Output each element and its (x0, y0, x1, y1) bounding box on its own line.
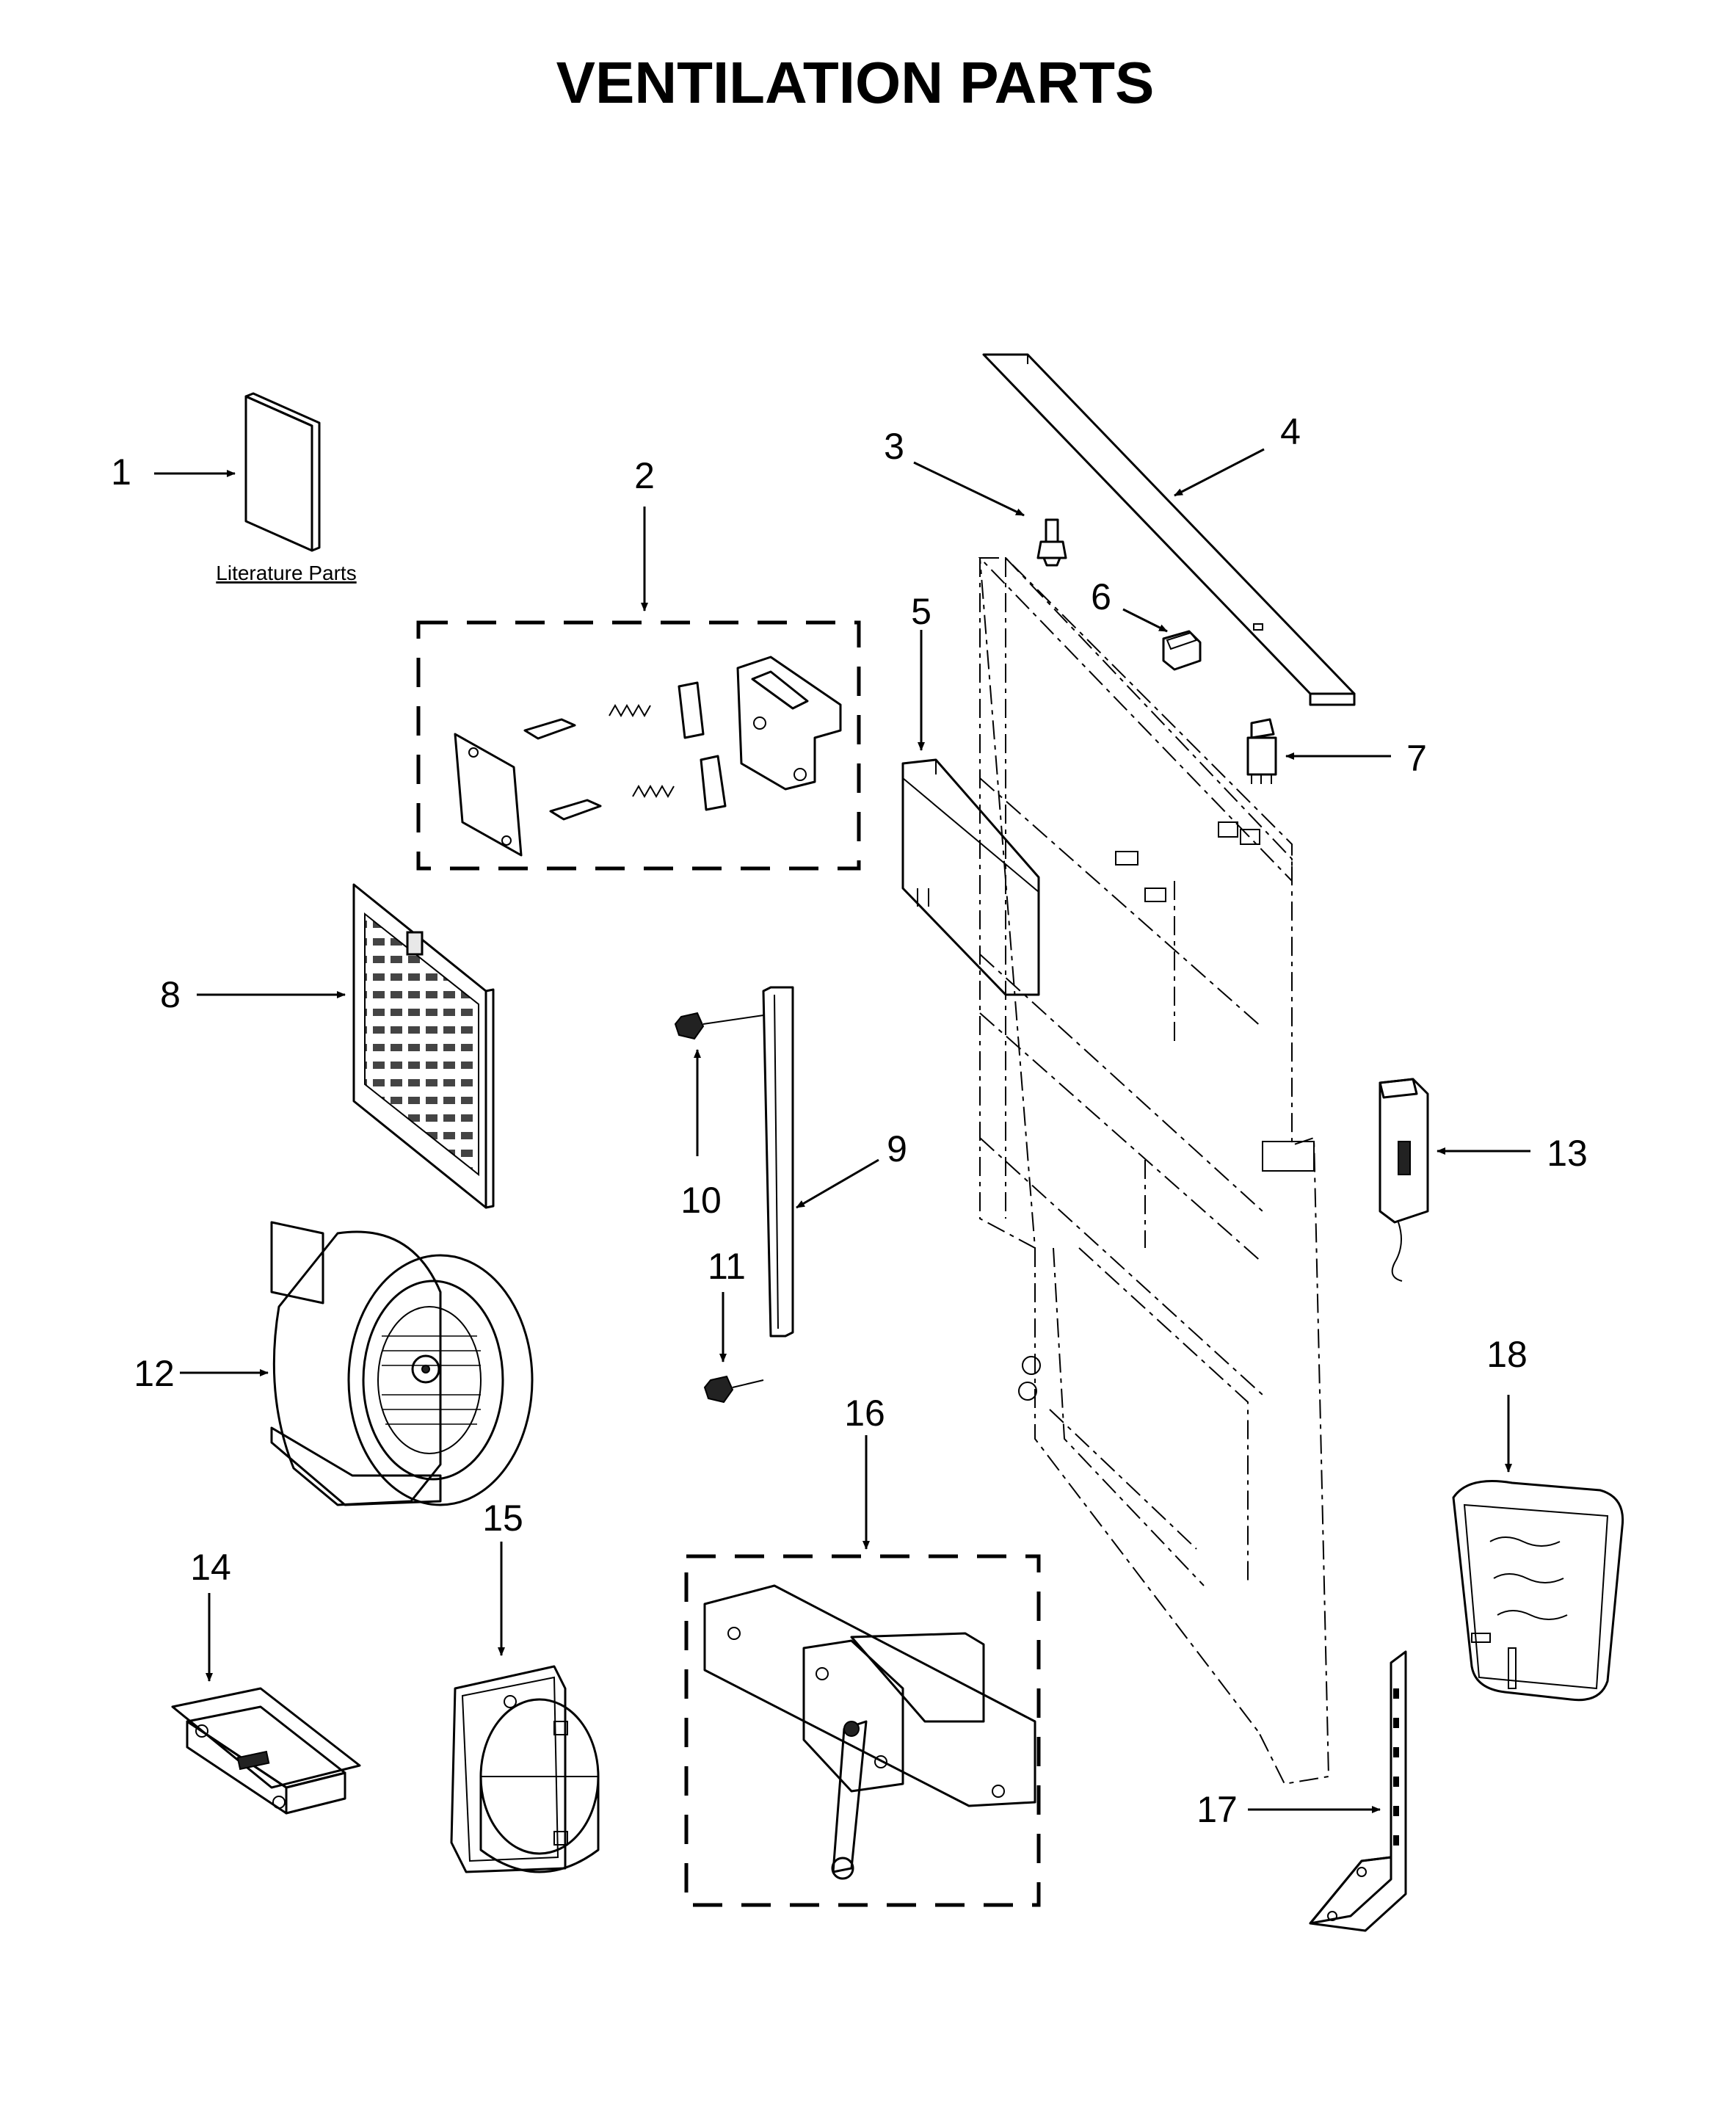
part-10-screw (674, 1012, 764, 1156)
page-title: VENTILATION PARTS (556, 50, 1155, 115)
literature-parts-label: Literature Parts (216, 562, 356, 584)
part-3-bolt (913, 461, 1067, 567)
part-17-bracket (1248, 1650, 1407, 1932)
main-chassis (978, 557, 1330, 1785)
part-7-switch (1246, 718, 1391, 784)
callout-11: 11 (708, 1246, 746, 1287)
callout-labels: 1 2 3 4 5 6 7 8 9 10 11 12 13 14 15 16 1… (111, 411, 1588, 1830)
part-15-damper (450, 1542, 600, 1873)
callout-18: 18 (1486, 1334, 1528, 1375)
part-14-light-tray (171, 1593, 361, 1815)
callout-4: 4 (1280, 411, 1301, 452)
callout-2: 2 (634, 455, 655, 496)
callout-6: 6 (1091, 576, 1111, 617)
part-13-control-module (1379, 1078, 1530, 1282)
part-6-clip (1122, 608, 1202, 671)
part-1-literature: Literature Parts (154, 392, 357, 584)
part-9-link-arm (762, 986, 879, 1338)
callout-10: 10 (680, 1180, 722, 1221)
callout-13: 13 (1547, 1133, 1588, 1174)
part-5-front-panel (901, 630, 1040, 996)
part-12-blower (180, 1221, 534, 1506)
callout-9: 9 (887, 1128, 907, 1169)
part-4-top-trim (982, 353, 1356, 706)
callout-17: 17 (1196, 1789, 1238, 1830)
callout-16: 16 (844, 1393, 885, 1434)
part-2-kit (416, 507, 861, 871)
callout-5: 5 (911, 591, 931, 632)
part-16-actuator (684, 1435, 1041, 1907)
callout-8: 8 (160, 974, 181, 1015)
callout-1: 1 (111, 451, 131, 493)
callout-7: 7 (1406, 738, 1427, 779)
part-18-charcoal-filter (1452, 1395, 1624, 1702)
callout-15: 15 (482, 1498, 523, 1539)
part-8-grease-filter (197, 883, 495, 1209)
callout-14: 14 (190, 1547, 231, 1588)
callout-3: 3 (884, 426, 904, 467)
part-11-screw (703, 1292, 764, 1404)
callout-12: 12 (134, 1353, 175, 1394)
